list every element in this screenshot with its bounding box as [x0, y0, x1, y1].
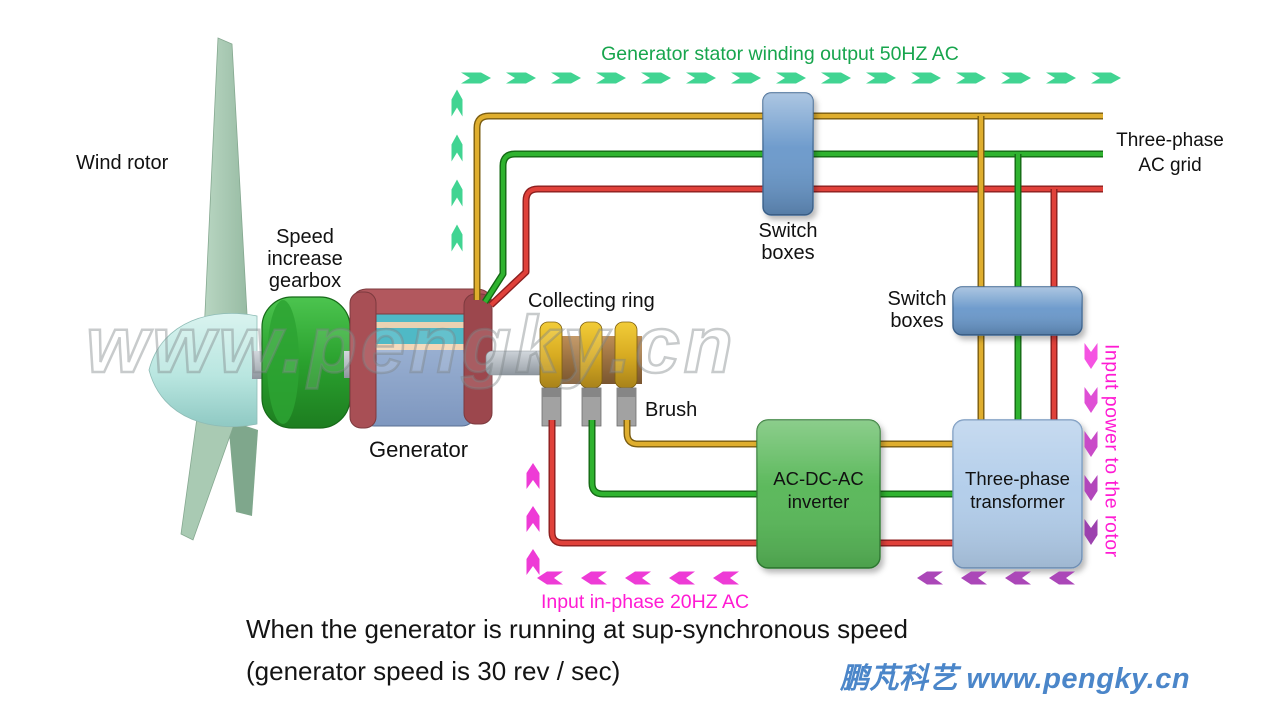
magenta-arrow-left-bottom	[537, 571, 739, 585]
label-wind-rotor: Wind rotor	[76, 152, 169, 174]
rotor-blade-up	[203, 37, 249, 335]
label-input-inphase: Input in-phase 20HZ AC	[540, 591, 750, 613]
green-flow-arrow-left	[451, 89, 463, 252]
wire-stator-green	[483, 151, 1103, 304]
label-switch-boxes-top: Switch boxes	[758, 220, 818, 264]
collecting-ring-3	[614, 321, 638, 389]
wire-rotor-green	[589, 420, 955, 497]
green-flow-arrow-top	[461, 72, 1121, 84]
rotor-circuit-wires	[548, 420, 955, 547]
grid-drop-wires	[977, 116, 1058, 421]
caption-line2: (generator speed is 30 rev / sec)	[246, 656, 621, 686]
magenta-arrow-up-brush	[526, 463, 540, 575]
label-switch-boxes-right: Switch boxes	[887, 288, 947, 332]
label-brush: Brush	[645, 399, 698, 421]
rotor-hub	[148, 313, 258, 427]
collecting-ring-1	[539, 321, 563, 389]
wire-stator-yellow	[474, 113, 1103, 300]
collecting-ring-graphic	[539, 321, 642, 427]
wire-stator-red	[489, 186, 1103, 307]
wire-rotor-red	[549, 420, 955, 546]
flow-arrows	[451, 72, 1121, 585]
label-input-power-rotor: Input power to the rotor	[1100, 344, 1123, 558]
label-collecting-ring: Collecting ring	[528, 290, 655, 312]
magenta-arrow-down-rotor	[1084, 343, 1098, 545]
label-generator: Generator	[369, 437, 469, 462]
caption-line1: When the generator is running at sup-syn…	[246, 614, 908, 644]
label-inverter: AC-DC-AC inverter	[773, 468, 864, 512]
rotor-blade-back	[228, 420, 258, 516]
wire-rotor-yellow	[624, 420, 955, 447]
label-ac-grid: Three-phase AC grid	[1116, 130, 1224, 176]
stator-wires	[473, 112, 1103, 308]
wind-rotor-graphic	[148, 37, 274, 541]
label-gearbox: Speed increase gearbox	[267, 226, 343, 292]
brand-footer: 鹏芃科艺 www.pengky.cn	[840, 663, 1191, 695]
label-transformer: Three-phase transformer	[965, 468, 1070, 512]
label-stator-output: Generator stator winding output 50HZ AC	[601, 43, 959, 65]
purple-arrow-left-bottom	[917, 571, 1075, 585]
gearbox-graphic	[261, 296, 368, 429]
collecting-ring-2	[579, 321, 603, 389]
